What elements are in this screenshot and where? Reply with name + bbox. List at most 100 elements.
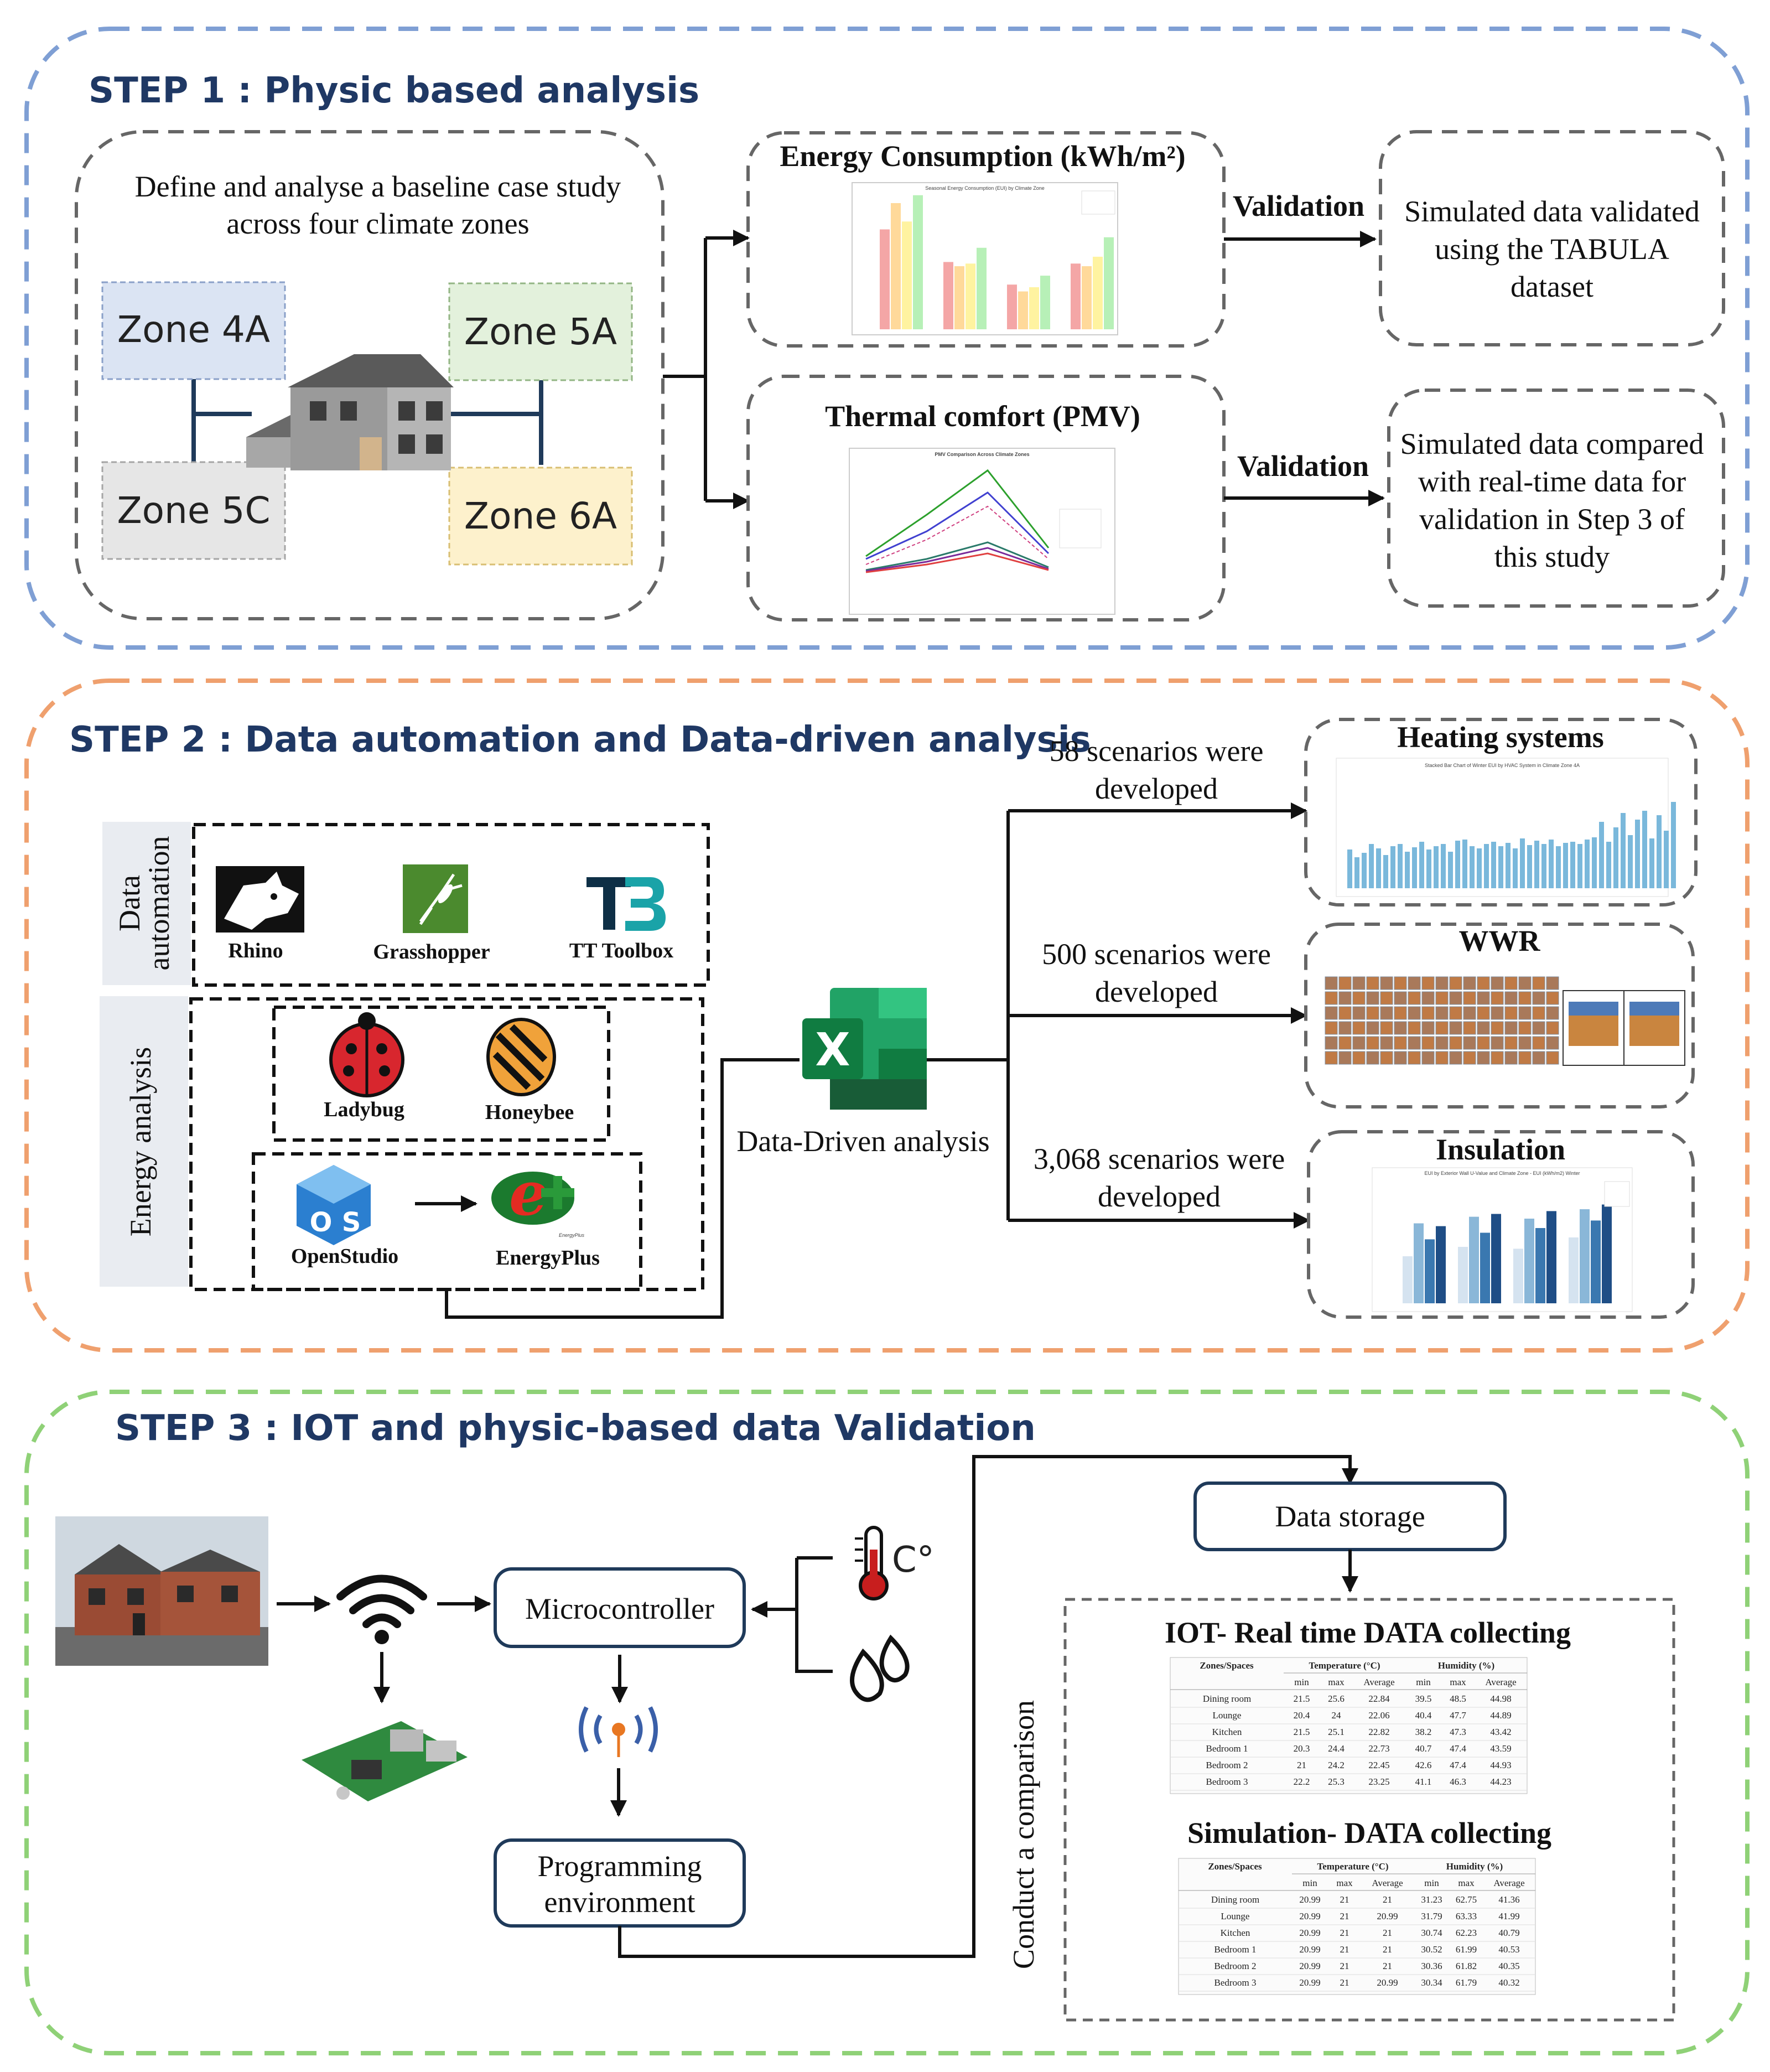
heating-bar [1470, 846, 1475, 888]
wwr-thumbnail [1325, 1021, 1338, 1035]
insulation-bar [1458, 1247, 1468, 1303]
wwr-thumbnail [1380, 1006, 1393, 1020]
pmv-series-4 [865, 541, 1049, 571]
wwr-thumbnail [1532, 991, 1545, 1005]
rhino-logo [216, 866, 304, 933]
wwr-thumbnail [1518, 1006, 1532, 1020]
heating-bar [1455, 841, 1460, 888]
step1-border [24, 27, 1750, 650]
comparison-label: Conduct a comparison [1007, 1700, 1040, 1969]
wwr-thumbnail [1338, 991, 1352, 1005]
wwr-thumbnail [1477, 976, 1490, 990]
heating-bar [1606, 842, 1611, 888]
wwr-thumbnail [1394, 1051, 1407, 1065]
wwr-thumbnail [1435, 991, 1449, 1005]
wwr-thumbnail [1338, 1021, 1352, 1035]
heating-bar [1599, 822, 1604, 888]
table-cell: 44.89 [1490, 1710, 1511, 1721]
table-cell: 21 [1340, 1911, 1349, 1921]
data-storage-label: Data storage [1275, 1500, 1425, 1533]
wwr-thumbnail [1394, 1006, 1407, 1020]
wwr-thumbnail [1408, 1006, 1421, 1020]
table-cell: 47.3 [1450, 1727, 1466, 1737]
energy-bar [943, 262, 953, 329]
svg-text:X: X [815, 1024, 850, 1076]
table-cell: Bedroom 1 [1214, 1944, 1256, 1955]
insulation-chart-title: EUI by Exterior Wall U-Value and Climate… [1424, 1170, 1580, 1176]
table-header-spaces: Zones/Spaces [1200, 1660, 1254, 1671]
energy-bar [902, 221, 912, 329]
wwr-thumbnail [1435, 976, 1449, 990]
heating-bar [1390, 846, 1395, 888]
insulation-bar [1480, 1232, 1490, 1303]
wwr-thumbnail [1421, 1051, 1435, 1065]
wwr-thumbnail [1504, 1021, 1518, 1035]
table-cell: 61.79 [1456, 1977, 1477, 1988]
baseline-house-image [246, 354, 454, 470]
table-cell: 43.59 [1490, 1743, 1511, 1754]
pmv-series-3 [865, 505, 1049, 565]
table-cell: 41.36 [1498, 1894, 1519, 1905]
wwr-thumbnail [1380, 976, 1393, 990]
wwr-thumbnail [1477, 1051, 1490, 1065]
table-subheader: min [1424, 1878, 1439, 1888]
heating-bar [1613, 827, 1618, 888]
table-cell: 22.73 [1368, 1743, 1389, 1754]
table-cell: 31.79 [1421, 1911, 1442, 1921]
temp-unit-label: C° [892, 1540, 935, 1581]
heating-bar [1541, 844, 1546, 888]
validation2-line2: with real-time data for [1418, 465, 1686, 498]
table-subheader: Average [1493, 1878, 1524, 1888]
wwr-thumbnail [1518, 1021, 1532, 1035]
heating-bar [1441, 844, 1446, 888]
table-cell: 44.23 [1490, 1776, 1511, 1787]
table-header-temperature: Temperature (°C) [1317, 1861, 1388, 1872]
energy-bar [977, 247, 987, 329]
insulation-bar [1469, 1216, 1479, 1303]
heating-bar [1642, 811, 1647, 888]
pmv-line-chart: PMV Comparison Across Climate Zones [849, 448, 1115, 615]
wwr-thumbnail [1463, 1051, 1476, 1065]
table-cell: Bedroom 1 [1206, 1743, 1248, 1754]
wwr-thumbnail [1380, 1051, 1393, 1065]
wwr-thumbnail [1449, 1036, 1462, 1050]
wwr-thumbnail [1477, 1021, 1490, 1035]
table-subheader: min [1416, 1677, 1431, 1687]
data-automation-tab [102, 822, 191, 985]
heating-bar [1549, 840, 1554, 888]
heating-bar [1664, 831, 1669, 888]
wwr-thumbnail [1380, 1036, 1393, 1050]
energy-bar [1040, 276, 1050, 329]
table-cell: 20.99 [1299, 1928, 1320, 1938]
table-cell: 44.98 [1490, 1693, 1511, 1704]
table-cell: 42.6 [1415, 1760, 1432, 1770]
table-cell: Bedroom 2 [1206, 1760, 1248, 1770]
step3-panel: STEP 3 : IOT and physic-based data Valid… [24, 1390, 1750, 2055]
wwr-thumbnail [1491, 1051, 1504, 1065]
wwr-thumbnail [1325, 1051, 1338, 1065]
insulation-bar [1491, 1214, 1501, 1303]
energy-bar [1029, 287, 1039, 329]
heating-bar [1671, 802, 1676, 888]
pmv-series-1 [865, 469, 1050, 557]
validation-box-1 [1379, 130, 1725, 346]
insulation-bar [1524, 1219, 1534, 1303]
ladybug-label: Ladybug [324, 1098, 404, 1121]
energy-bar [954, 266, 964, 329]
table-cell: 22.45 [1368, 1760, 1389, 1770]
table-subheader: max [1328, 1677, 1345, 1687]
table-cell: 43.42 [1490, 1727, 1511, 1737]
table-cell: 30.36 [1421, 1961, 1442, 1971]
heating-bar [1585, 840, 1590, 888]
table-cell: Kitchen [1212, 1727, 1242, 1737]
table-cell: Bedroom 3 [1206, 1776, 1248, 1787]
table-cell: 25.1 [1328, 1727, 1345, 1737]
energy-analysis-label: Energy analysis [124, 1047, 157, 1236]
table-cell: 39.5 [1415, 1693, 1432, 1704]
wwr-thumbnail [1394, 976, 1407, 990]
wwr-thumbnail [1449, 1006, 1462, 1020]
table-subheader: max [1336, 1878, 1353, 1888]
heating-bar [1462, 840, 1467, 888]
heating-bar [1362, 853, 1367, 888]
step3-border [24, 1390, 1750, 2055]
